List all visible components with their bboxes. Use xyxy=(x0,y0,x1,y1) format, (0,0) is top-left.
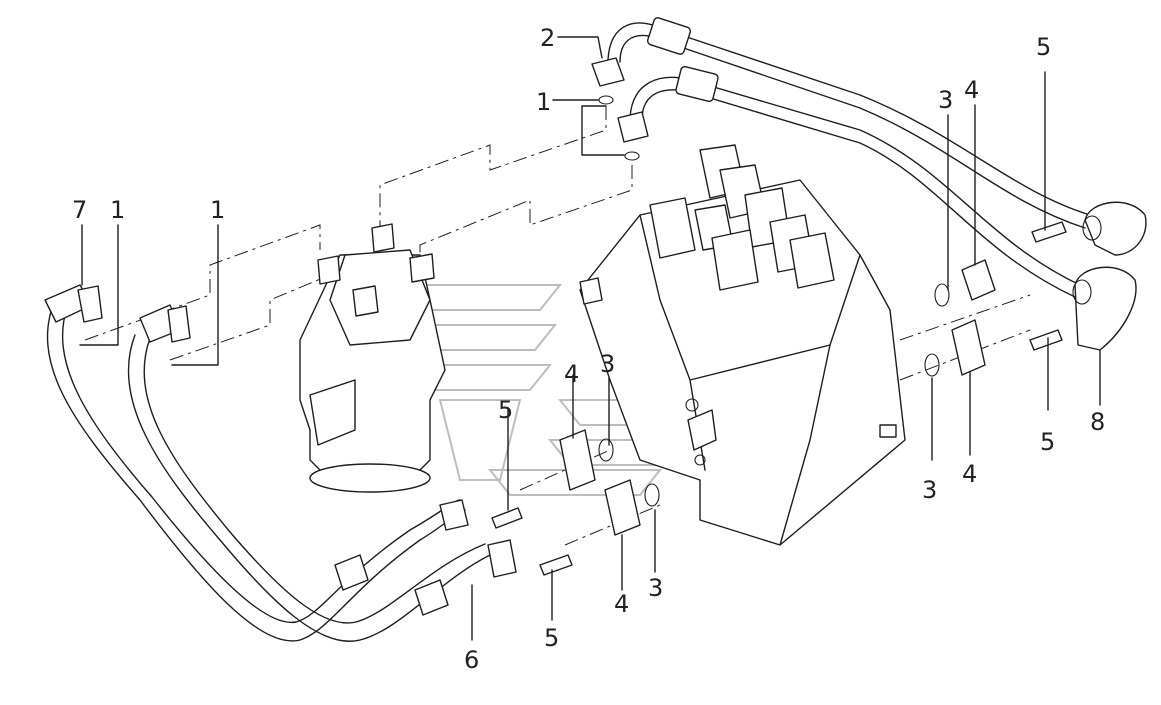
steering-unit xyxy=(299,223,446,493)
callout-3-right-b: 3 xyxy=(922,476,937,504)
pipe-sleeve xyxy=(646,17,692,55)
callout-6-bottom: 6 xyxy=(464,646,479,674)
callout-3-mid-a: 3 xyxy=(600,350,615,378)
callout-5-mid-b: 5 xyxy=(544,624,559,652)
pipe-sleeve xyxy=(334,554,369,591)
hose-nut xyxy=(617,111,649,143)
top-o-rings xyxy=(598,95,640,161)
callout-3-right-a: 3 xyxy=(938,86,953,114)
o-ring-3 xyxy=(644,483,660,507)
flange-parts xyxy=(491,221,1067,576)
callout-4-right-b: 4 xyxy=(962,460,977,488)
upper-pipe-lines xyxy=(591,17,1091,298)
callout-1-top: 1 xyxy=(536,88,551,116)
callout-4-right-a: 4 xyxy=(964,76,979,104)
right-pipes xyxy=(1072,201,1147,351)
callout-5-right-top: 5 xyxy=(1036,33,1051,61)
callout-2-top: 2 xyxy=(540,24,555,52)
bolt-5 xyxy=(539,554,573,576)
flange-4 xyxy=(559,429,596,491)
callout-5-right-bottom: 5 xyxy=(1040,428,1055,456)
o-ring-3 xyxy=(598,438,614,462)
callout-1-left-b: 1 xyxy=(210,196,225,224)
pipe-sleeve xyxy=(675,65,719,103)
o-ring-3 xyxy=(934,283,950,307)
bolt-5 xyxy=(1031,221,1067,243)
callout-4-mid-b: 4 xyxy=(614,590,629,618)
hose-nut xyxy=(77,285,103,323)
callout-labels: 2 1 7 1 1 3 4 5 5 8 3 4 3 4 5 3 4 5 6 xyxy=(72,24,1105,674)
pipe-fitting xyxy=(487,539,517,578)
callout-5-mid-a: 5 xyxy=(498,396,513,424)
right-elbow-top xyxy=(1084,201,1147,256)
callout-1-left-a: 1 xyxy=(110,196,125,224)
multi-way-valve xyxy=(579,144,906,546)
callout-4-mid-a: 4 xyxy=(564,360,579,388)
leader-lines xyxy=(79,36,1101,641)
pipe-sleeve xyxy=(414,579,449,616)
callout-7-left: 7 xyxy=(72,196,87,224)
bolt-5 xyxy=(491,507,523,529)
callout-3-mid-b: 3 xyxy=(648,574,663,602)
pipe-fitting xyxy=(439,499,469,531)
right-elbow-bottom xyxy=(1074,266,1137,351)
flange-4 xyxy=(961,259,996,301)
flange-4 xyxy=(951,319,986,376)
hose-nut xyxy=(167,305,191,343)
left-pipes xyxy=(44,284,517,642)
hose-nut xyxy=(591,57,625,87)
bolt-5 xyxy=(1029,329,1063,351)
callout-8-right: 8 xyxy=(1090,408,1105,436)
flange-4 xyxy=(604,479,641,536)
o-ring-3 xyxy=(924,353,940,377)
